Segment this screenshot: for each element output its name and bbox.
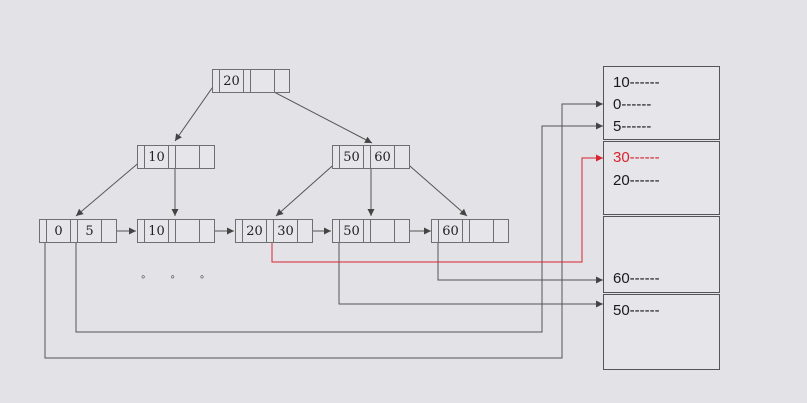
record: 60------: [613, 270, 660, 287]
leaf-node: 50: [332, 219, 410, 243]
edge-60-leaf4: [402, 159, 468, 217]
leaf-node: 0 5: [39, 219, 117, 243]
edge-10-leaf0: [75, 159, 143, 217]
tree-node-internal-left: 10: [137, 145, 215, 169]
record: 0------: [613, 96, 652, 113]
key-cell: 20: [243, 220, 267, 242]
key-cell: 30: [274, 220, 298, 242]
record: 10------: [613, 74, 660, 91]
key-cell: [371, 220, 395, 242]
data-page: 50------: [603, 294, 720, 370]
key-cell: 5: [78, 220, 102, 242]
ptr-60: [437, 230, 603, 284]
record: 20------: [613, 172, 660, 189]
key-cell: [176, 220, 200, 242]
key-cell: [176, 146, 200, 168]
tree-node-internal-right: 50 60: [332, 145, 410, 169]
ptr-50: [338, 230, 603, 308]
edge-root-left: [174, 80, 218, 142]
key-cell: 50: [340, 146, 364, 168]
ptr-0: [44, 100, 603, 359]
edge-50-leaf2: [275, 159, 340, 217]
data-page: 60------: [603, 216, 720, 293]
key-cell: 60: [371, 146, 395, 168]
record: 5------: [613, 118, 652, 135]
leaf-node: 60: [431, 219, 509, 243]
key-cell: 20: [220, 70, 244, 92]
data-page: 30------ 20------: [603, 141, 720, 215]
record: 50------: [613, 302, 660, 319]
leaf-node: 10: [137, 219, 215, 243]
ellipsis: ∘ ∘ ∘: [140, 272, 216, 283]
data-page: 10------ 0------ 5------: [603, 66, 720, 140]
key-cell: 10: [145, 146, 169, 168]
key-cell: 0: [47, 220, 71, 242]
ptr-30-highlight: [271, 154, 603, 263]
record-highlighted: 30------: [613, 149, 660, 166]
tree-node-root: 20: [212, 69, 290, 93]
key-cell: 10: [145, 220, 169, 242]
key-cell: [470, 220, 494, 242]
key-cell: 50: [340, 220, 364, 242]
ptr-5: [75, 122, 603, 333]
leaf-node: 20 30: [235, 219, 313, 243]
key-cell: [251, 70, 275, 92]
key-cell: 60: [439, 220, 463, 242]
